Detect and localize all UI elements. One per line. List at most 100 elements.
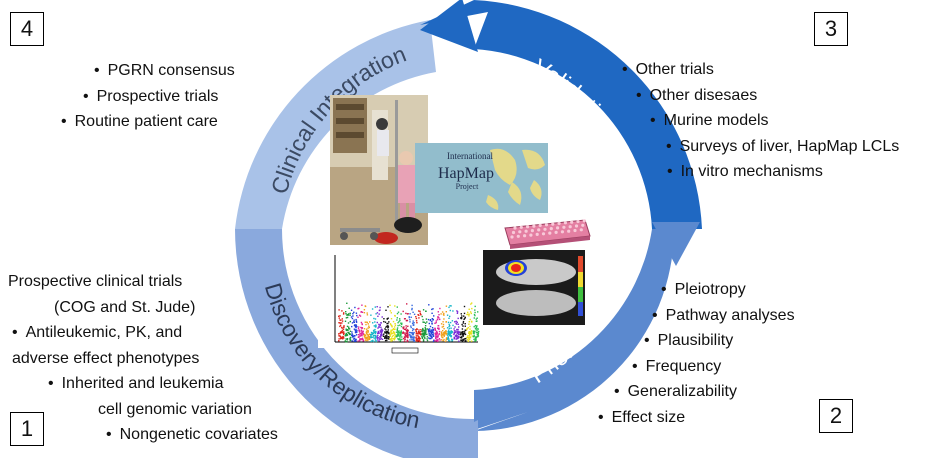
manhattan-point <box>445 334 447 336</box>
manhattan-point <box>364 333 366 336</box>
manhattan-point <box>396 329 398 331</box>
manhattan-point <box>384 331 386 333</box>
manhattan-point <box>394 338 396 340</box>
manhattan-point <box>442 313 445 316</box>
manhattan-point <box>378 338 381 340</box>
manhattan-point <box>415 335 418 337</box>
manhattan-point <box>354 325 357 328</box>
manhattan-point <box>469 332 472 335</box>
manhattan-point <box>422 309 425 311</box>
manhattan-point <box>455 335 457 337</box>
manhattan-point <box>431 322 433 324</box>
manhattan-point <box>429 335 431 337</box>
manhattan-point <box>454 326 456 328</box>
manhattan-point <box>435 321 437 324</box>
manhattan-point <box>440 331 443 333</box>
manhattan-point <box>473 313 476 316</box>
manhattan-point <box>473 335 475 337</box>
manhattan-point <box>355 318 357 321</box>
manhattan-point <box>403 328 406 330</box>
manhattan-point <box>464 316 466 319</box>
plate-well <box>554 230 558 234</box>
manhattan-point <box>423 332 425 335</box>
manhattan-point <box>456 321 458 323</box>
manhattan-point <box>410 331 412 334</box>
manhattan-point <box>355 312 358 314</box>
manhattan-point <box>450 332 452 335</box>
manhattan-point <box>351 325 353 328</box>
manhattan-point <box>411 304 413 307</box>
manhattan-point <box>445 337 448 340</box>
manhattan-point <box>389 304 391 306</box>
manhattan-point <box>355 338 357 341</box>
manhattan-point <box>428 322 430 325</box>
manhattan-point <box>366 333 368 336</box>
manhattan-point <box>455 336 458 338</box>
manhattan-point <box>466 328 468 331</box>
manhattan-point <box>433 339 435 341</box>
manhattan-point <box>411 333 414 336</box>
manhattan-point <box>351 331 353 333</box>
manhattan-point <box>367 338 369 340</box>
manhattan-point <box>470 303 472 305</box>
manhattan-point <box>458 334 460 336</box>
manhattan-point <box>473 338 475 341</box>
manhattan-point <box>347 329 349 332</box>
manhattan-point <box>441 326 443 328</box>
manhattan-point <box>445 321 447 323</box>
manhattan-point <box>456 332 458 335</box>
manhattan-point <box>467 337 469 339</box>
manhattan-point <box>409 319 411 321</box>
manhattan-point <box>452 324 454 327</box>
list-item: Routine patient care <box>61 109 235 135</box>
manhattan-point <box>437 316 439 318</box>
manhattan-point <box>457 317 459 320</box>
manhattan-point <box>443 328 445 330</box>
plate-well <box>562 225 566 229</box>
manhattan-point <box>377 337 379 339</box>
manhattan-point <box>400 334 402 336</box>
manhattan-point <box>338 333 340 335</box>
manhattan-point <box>443 312 445 315</box>
manhattan-point <box>448 325 450 328</box>
manhattan-point <box>435 333 437 335</box>
manhattan-point <box>460 339 462 341</box>
manhattan-point <box>469 328 471 330</box>
plate-well <box>548 231 552 235</box>
manhattan-point <box>360 311 363 313</box>
manhattan-point <box>390 331 392 333</box>
manhattan-point <box>447 338 449 340</box>
manhattan-point <box>394 324 397 327</box>
manhattan-point <box>368 325 370 327</box>
manhattan-point <box>453 331 455 334</box>
manhattan-point <box>451 331 453 334</box>
manhattan-point <box>360 338 363 340</box>
manhattan-point <box>365 331 367 333</box>
plate-well <box>530 229 535 233</box>
manhattan-point <box>351 334 353 337</box>
manhattan-point <box>342 313 345 315</box>
validation-list: Other trials Other disesaes Murine model… <box>622 57 900 185</box>
manhattan-point <box>434 328 436 330</box>
manhattan-point <box>367 331 369 333</box>
manhattan-point <box>448 339 450 342</box>
stage-number-3: 3 <box>814 12 848 46</box>
manhattan-point <box>401 322 403 324</box>
manhattan-point <box>448 332 450 334</box>
manhattan-point <box>417 314 419 316</box>
manhattan-point <box>384 332 386 334</box>
manhattan-point <box>368 336 370 338</box>
manhattan-point <box>436 319 439 321</box>
manhattan-point <box>378 340 380 342</box>
hapmap-logo-line-2: HapMap <box>438 165 494 182</box>
manhattan-point <box>390 324 392 326</box>
manhattan-point <box>440 323 443 325</box>
manhattan-point <box>380 338 382 340</box>
manhattan-point <box>476 330 478 332</box>
manhattan-point <box>445 305 448 307</box>
manhattan-point <box>443 335 445 337</box>
manhattan-point <box>451 340 453 342</box>
manhattan-point <box>405 329 407 332</box>
manhattan-point <box>453 328 455 330</box>
